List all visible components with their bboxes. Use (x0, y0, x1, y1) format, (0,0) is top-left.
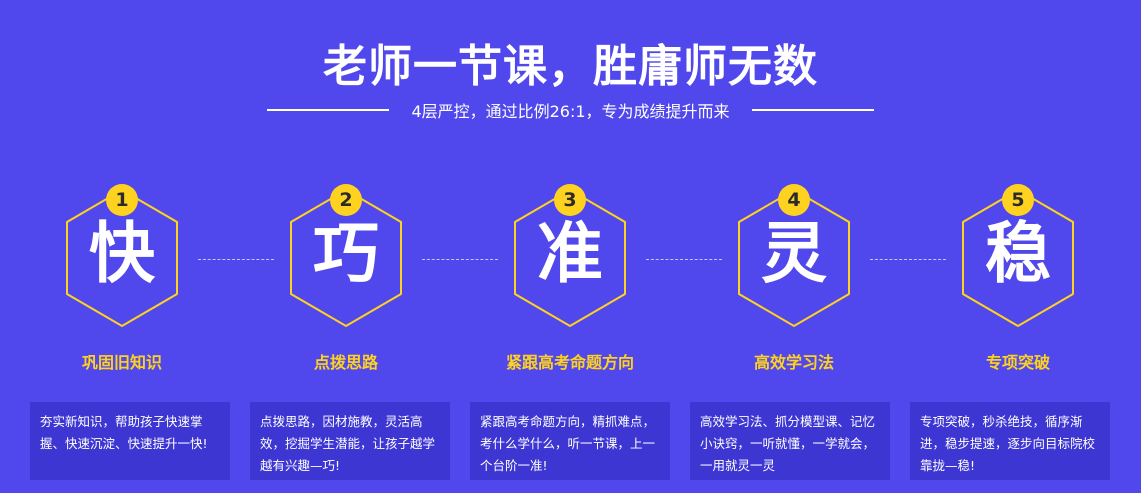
hexagon-icon (962, 188, 1074, 328)
subtitle-row: 4层严控，通过比例26:1，专为成绩提升而来 (0, 98, 1141, 122)
hexagon-frame: 准 (511, 186, 629, 329)
step-label: 高效学习法 (753, 353, 834, 372)
step-number-badge: 4 (778, 184, 810, 216)
step-2-description: 点拨思路，因材施教，灵活高效，挖掘学生潜能，让孩子越学越有兴趣—巧! (250, 402, 450, 480)
hexagon-icon (514, 188, 626, 328)
hexagon-frame: 稳 (959, 186, 1077, 329)
step-character: 准 (537, 215, 603, 292)
step-3-description: 紧跟高考命题方向，精抓难点，考什么学什么，听一节课，上一个台阶一准! (470, 402, 670, 480)
subtitle-left-line (267, 109, 390, 111)
hexagon-frame: 快 (63, 186, 181, 329)
step-5-description: 专项突破，秒杀绝技，循序渐进，稳步提速，逐步向目标院校靠拢—稳! (910, 402, 1110, 480)
dashed-connector (198, 259, 274, 260)
step-label: 点拨思路 (313, 353, 378, 372)
hexagon-frame: 巧 (287, 186, 405, 329)
step-character: 稳 (985, 215, 1051, 292)
hexagon-icon (290, 188, 402, 328)
step-character: 灵 (761, 215, 827, 292)
step-1-description: 夯实新知识，帮助孩子快速掌握、快速沉淀、快速提升一快! (30, 402, 230, 480)
dashed-connector (422, 259, 498, 260)
step-number-badge: 5 (1002, 184, 1034, 216)
step-number-badge: 1 (106, 184, 138, 216)
subtitle: 4层严控，通过比例26:1，专为成绩提升而来 (411, 102, 730, 121)
step-label: 紧跟高考命题方向 (505, 353, 634, 372)
step-number-badge: 2 (330, 184, 362, 216)
step-label: 巩固旧知识 (81, 353, 162, 372)
step-label: 专项突破 (985, 353, 1050, 372)
dashed-connector (870, 259, 946, 260)
hexagon-frame: 灵 (735, 186, 853, 329)
dashed-connector (646, 259, 722, 260)
hexagon-icon (66, 188, 178, 328)
page-title: 老师一节课，胜庸师无数 (323, 41, 818, 92)
step-number-badge: 3 (554, 184, 586, 216)
step-character: 巧 (313, 215, 379, 292)
hexagon-icon (738, 188, 850, 328)
step-4-description: 高效学习法、抓分模型课、记忆小诀窍，一听就懂，一学就会，一用就灵一灵 (690, 402, 890, 480)
subtitle-right-line (751, 109, 874, 111)
step-character: 快 (89, 215, 155, 292)
